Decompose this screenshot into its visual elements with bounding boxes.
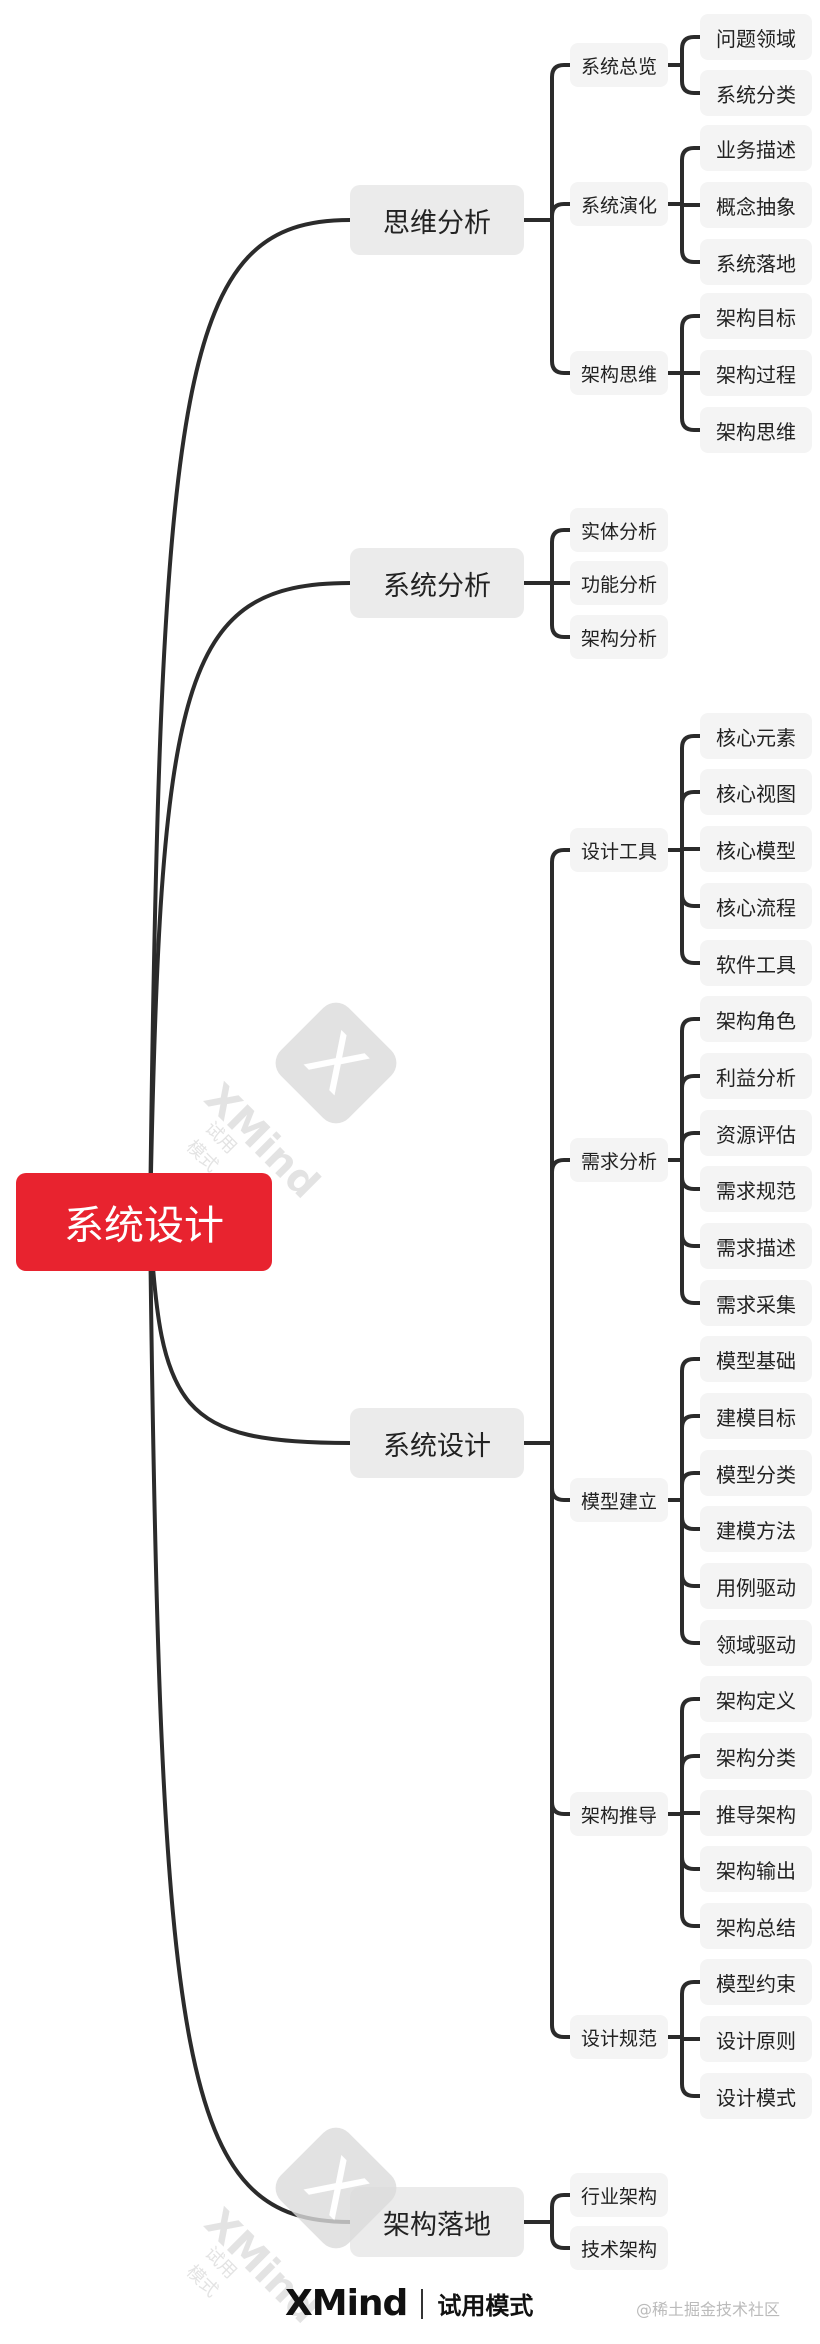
leaf-2-2-2[interactable]: 模型分类 [700, 1450, 812, 1496]
branch-3-bracket-branch [550, 2220, 572, 2250]
subtopic-2-2-bracket-branch [680, 1357, 702, 1502]
subtopic-2-2-bracket-branch [680, 1414, 702, 1502]
branch-2-bracket-branch [550, 1158, 572, 1445]
leaf-2-1-1[interactable]: 利益分析 [700, 1053, 812, 1099]
branch-1[interactable]: 系统分析 [350, 548, 524, 618]
leaf-0-0-1[interactable]: 系统分类 [700, 70, 812, 116]
leaf-2-2-0[interactable]: 模型基础 [700, 1336, 812, 1382]
branch-1-bracket-branch [550, 581, 572, 639]
subtopic-2-4-bracket-branch [680, 1980, 702, 2039]
root-to-branch-curve [148, 581, 352, 1224]
branch-2-bracket-branch [550, 848, 572, 1445]
leaf-0-1-0[interactable]: 业务描述 [700, 125, 812, 171]
subtopic-3-1[interactable]: 技术架构 [570, 2226, 668, 2270]
footer-brand: XMind 试用模式 [285, 2283, 533, 2324]
leaf-0-2-0[interactable]: 架构目标 [700, 293, 812, 339]
subtopic-2-2-bracket-branch [680, 1498, 702, 1645]
leaf-2-3-0[interactable]: 架构定义 [700, 1676, 812, 1722]
leaf-2-3-4[interactable]: 架构总结 [700, 1903, 812, 1949]
subtopic-2-3[interactable]: 架构推导 [570, 1792, 668, 1836]
root-to-branch-curve [148, 218, 352, 1224]
leaf-2-2-3[interactable]: 建模方法 [700, 1506, 812, 1552]
leaf-2-4-2[interactable]: 设计模式 [700, 2073, 812, 2119]
root-to-branch-curve [148, 1220, 352, 2224]
leaf-2-1-0[interactable]: 架构角色 [700, 996, 812, 1042]
subtopic-2-3-bracket-branch [680, 1812, 702, 1928]
subtopic-2-1-bracket-branch [680, 1158, 702, 1248]
leaf-2-4-0[interactable]: 模型约束 [700, 1959, 812, 2005]
subtopic-2-2-bracket-branch [680, 1471, 702, 1502]
leaf-2-0-2[interactable]: 核心模型 [700, 826, 812, 872]
leaf-2-3-1[interactable]: 架构分类 [700, 1733, 812, 1779]
subtopic-2-4-bracket-branch [680, 2035, 702, 2098]
subtopic-0-1-bracket-branch [680, 146, 702, 206]
subtopic-0-1-bracket-branch [680, 202, 702, 264]
leaf-2-0-4[interactable]: 软件工具 [700, 940, 812, 986]
branch-0[interactable]: 思维分析 [350, 185, 524, 255]
subtopic-2-3-bracket-branch [680, 1697, 702, 1816]
subtopic-0-2-bracket-branch [680, 371, 702, 432]
leaf-2-1-4[interactable]: 需求描述 [700, 1223, 812, 1269]
subtopic-2-0[interactable]: 设计工具 [570, 828, 668, 872]
leaf-0-1-2[interactable]: 系统落地 [700, 239, 812, 285]
subtopic-2-0-bracket-branch [680, 848, 702, 908]
branch-0-bracket-branch [550, 202, 572, 222]
subtopic-2-2-bracket-branch [680, 1498, 702, 1531]
branch-2-bracket-branch [550, 1441, 572, 2039]
subtopic-2-1-bracket-branch [680, 1074, 702, 1162]
leaf-2-2-5[interactable]: 领域驱动 [700, 1620, 812, 1666]
footer-credit: @稀土掘金技术社区 [636, 2300, 781, 2319]
subtopic-2-3-bracket-branch [680, 1812, 702, 1871]
subtopic-2-0-bracket-branch [680, 848, 702, 965]
subtopic-0-0-bracket-branch [680, 63, 702, 95]
subtopic-2-0-bracket-branch [680, 790, 702, 852]
branch-2[interactable]: 系统设计 [350, 1408, 524, 1478]
subtopic-3-0[interactable]: 行业架构 [570, 2173, 668, 2217]
leaf-0-1-1[interactable]: 概念抽象 [700, 182, 812, 228]
subtopic-2-4[interactable]: 设计规范 [570, 2015, 668, 2059]
leaf-2-0-0[interactable]: 核心元素 [700, 713, 812, 759]
root-to-branch-curve [148, 1220, 352, 1445]
subtopic-1-0[interactable]: 实体分析 [570, 508, 668, 552]
subtopic-2-1-bracket-branch [680, 1158, 702, 1305]
subtopic-2-2-bracket-branch [680, 1498, 702, 1588]
subtopic-1-2[interactable]: 架构分析 [570, 615, 668, 659]
subtopic-0-0-bracket-branch [680, 35, 702, 67]
leaf-2-2-1[interactable]: 建模目标 [700, 1393, 812, 1439]
footer-brand-name: XMind [285, 2283, 408, 2324]
subtopic-1-1[interactable]: 功能分析 [570, 561, 668, 605]
leaf-0-0-0[interactable]: 问题领域 [700, 14, 812, 60]
subtopic-2-1-bracket-branch [680, 1158, 702, 1191]
branch-0-bracket-branch [550, 63, 572, 222]
branch-3-bracket-branch [550, 2193, 572, 2224]
leaf-0-2-1[interactable]: 架构过程 [700, 350, 812, 396]
subtopic-2-3-bracket-branch [680, 1754, 702, 1816]
footer-mode: 试用模式 [437, 2292, 534, 2320]
leaf-2-0-3[interactable]: 核心流程 [700, 883, 812, 929]
subtopic-2-1-bracket-branch [680, 1131, 702, 1162]
leaf-2-2-4[interactable]: 用例驱动 [700, 1563, 812, 1609]
subtopic-0-1[interactable]: 系统演化 [570, 182, 668, 226]
leaf-2-3-2[interactable]: 推导架构 [700, 1790, 812, 1836]
subtopic-0-0[interactable]: 系统总览 [570, 43, 668, 87]
leaf-2-4-1[interactable]: 设计原则 [700, 2016, 812, 2062]
leaf-0-2-2[interactable]: 架构思维 [700, 407, 812, 453]
root-topic[interactable]: 系统设计 [16, 1173, 272, 1271]
branch-2-bracket-branch [550, 1441, 572, 1502]
subtopic-0-2-bracket-branch [680, 314, 702, 375]
leaf-2-1-5[interactable]: 需求采集 [700, 1280, 812, 1326]
leaf-2-1-3[interactable]: 需求规范 [700, 1166, 812, 1212]
leaf-2-0-1[interactable]: 核心视图 [700, 769, 812, 815]
footer-divider [421, 2288, 424, 2319]
branch-0-bracket-branch [550, 218, 572, 375]
leaf-2-1-2[interactable]: 资源评估 [700, 1110, 812, 1156]
leaf-2-3-3[interactable]: 架构输出 [700, 1846, 812, 1892]
subtopic-2-1[interactable]: 需求分析 [570, 1138, 668, 1182]
subtopic-2-2[interactable]: 模型建立 [570, 1478, 668, 1522]
branch-1-bracket-branch [550, 528, 572, 585]
subtopic-0-2[interactable]: 架构思维 [570, 351, 668, 395]
subtopic-2-0-bracket-branch [680, 734, 702, 852]
subtopic-2-1-bracket-branch [680, 1017, 702, 1162]
